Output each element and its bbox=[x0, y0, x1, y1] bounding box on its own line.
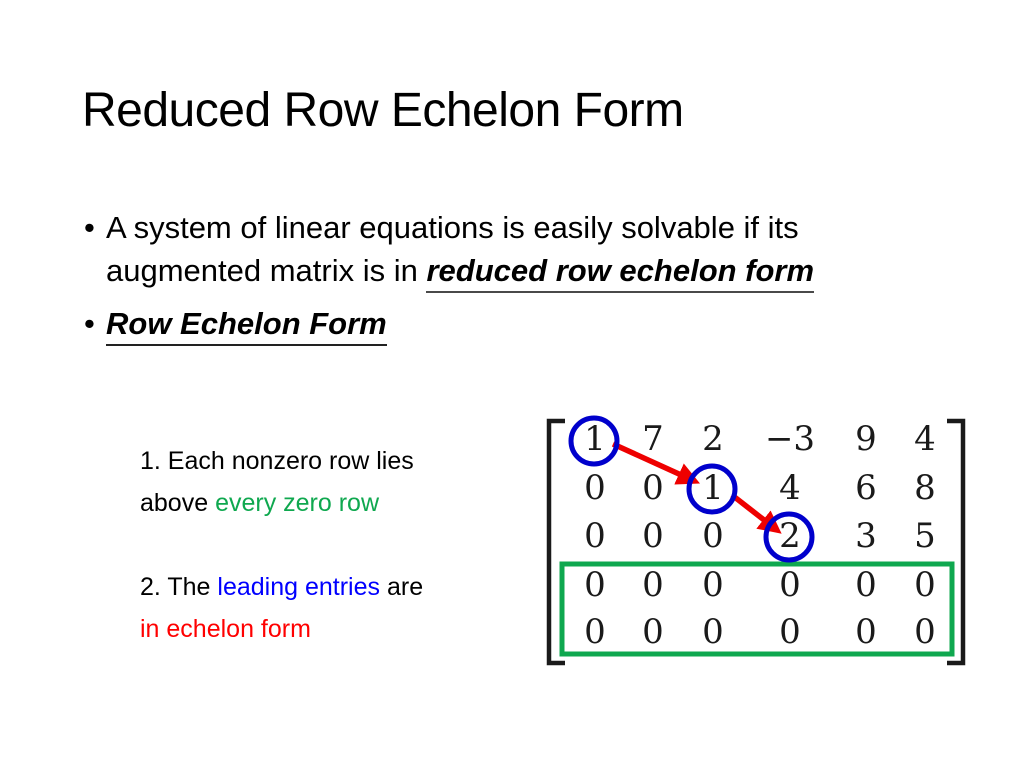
matrix-cell-r2c0: 0 bbox=[584, 516, 606, 556]
matrix-bracket-left bbox=[546, 418, 565, 666]
matrix-cell-r0c1: 7 bbox=[642, 419, 664, 459]
matrix-cell-r1c1: 0 bbox=[642, 468, 664, 508]
echelon-arrows bbox=[611, 441, 782, 534]
bullet-2-emphasis: Row Echelon Form bbox=[106, 306, 387, 346]
matrix-cell-r0c5: 4 bbox=[914, 419, 936, 459]
rule-2-highlight: leading entries bbox=[217, 573, 381, 601]
matrix-cell-r1c3: 4 bbox=[779, 468, 801, 508]
page-title: Reduced Row Echelon Form bbox=[82, 84, 684, 137]
matrix-cell-r4c3: 0 bbox=[779, 612, 801, 652]
matrix-cell-r3c2: 0 bbox=[702, 565, 724, 605]
matrix-bracket-right bbox=[947, 418, 966, 666]
matrix-entries: 1 7 2 −3 9 4 0 0 1 4 6 8 0 0 0 2 3 5 0 0 bbox=[584, 419, 936, 652]
matrix-cell-r4c4: 0 bbox=[855, 612, 877, 652]
matrix-cell-r3c5: 0 bbox=[914, 565, 936, 605]
matrix-cell-r4c2: 0 bbox=[702, 612, 724, 652]
matrix-cell-r2c3: 2 bbox=[779, 516, 801, 556]
list-item: • Row Echelon Form bbox=[80, 302, 960, 346]
rule-2-text-a: The bbox=[160, 573, 218, 601]
matrix-cell-r0c4: 9 bbox=[855, 419, 877, 459]
rule-2-number: 2. bbox=[140, 573, 161, 601]
matrix-cell-r0c3: −3 bbox=[765, 419, 815, 459]
rule-1-text-a: Each nonzero row lies bbox=[160, 447, 414, 475]
matrix-cell-r1c5: 8 bbox=[914, 468, 936, 508]
rule-2-text-c: in echelon form bbox=[140, 615, 311, 643]
rule-2-text-b: are bbox=[380, 573, 424, 601]
bullet-1-emphasis: reduced row echelon form bbox=[426, 253, 815, 293]
matrix-cell-r0c0: 1 bbox=[584, 419, 606, 459]
matrix-cell-r2c1: 0 bbox=[642, 516, 664, 556]
leading-entry-circle-2 bbox=[686, 463, 738, 515]
matrix-cell-r1c0: 0 bbox=[584, 468, 606, 508]
matrix-cell-r2c5: 5 bbox=[914, 516, 936, 556]
rule-1-highlight: every zero row bbox=[215, 489, 380, 517]
matrix-cell-r2c4: 3 bbox=[855, 516, 877, 556]
bullet-marker: • bbox=[84, 210, 95, 245]
matrix-cell-r3c0: 0 bbox=[584, 565, 606, 605]
matrix-cell-r4c0: 0 bbox=[584, 612, 606, 652]
matrix-cell-r3c3: 0 bbox=[779, 565, 801, 605]
bullet-list: • A system of linear equations is easily… bbox=[80, 206, 960, 346]
echelon-arrow-1 bbox=[611, 441, 701, 485]
echelon-arrow-2 bbox=[730, 492, 782, 534]
rule-item-1: 1. Each nonzero row lies above every zer… bbox=[140, 440, 510, 524]
rule-1-text-b: above bbox=[140, 489, 216, 517]
list-item: • A system of linear equations is easily… bbox=[80, 206, 960, 293]
matrix-cell-r4c5: 0 bbox=[914, 612, 936, 652]
leading-entry-circles bbox=[568, 415, 815, 563]
rules-list: 1. Each nonzero row lies above every zer… bbox=[140, 440, 510, 650]
leading-entry-circle-3 bbox=[763, 511, 815, 563]
matrix-cell-r3c4: 0 bbox=[855, 565, 877, 605]
bullet-1-line1: A system of linear equations is easily s… bbox=[106, 210, 799, 245]
matrix-cell-r1c4: 6 bbox=[855, 468, 877, 508]
bullet-marker: • bbox=[84, 306, 95, 341]
rule-1-number: 1. bbox=[140, 447, 161, 475]
leading-entry-circle-1 bbox=[568, 415, 620, 467]
matrix-cell-r2c2: 0 bbox=[702, 516, 724, 556]
rule-item-2: 2. The leading entries are in echelon fo… bbox=[140, 566, 510, 650]
matrix-svg: 1 7 2 −3 9 4 0 0 1 4 6 8 0 0 0 2 3 5 0 0 bbox=[546, 415, 966, 666]
matrix-cell-r4c1: 0 bbox=[642, 612, 664, 652]
matrix-cell-r1c2: 1 bbox=[702, 468, 724, 508]
zero-rows-highlight-box bbox=[559, 561, 955, 657]
matrix-cell-r3c1: 0 bbox=[642, 565, 664, 605]
matrix-figure: 1 7 2 −3 9 4 0 0 1 4 6 8 0 0 0 2 3 5 0 0 bbox=[540, 405, 980, 680]
bullet-1-line2: augmented matrix is in bbox=[106, 253, 427, 288]
matrix-cell-r0c2: 2 bbox=[702, 419, 724, 459]
